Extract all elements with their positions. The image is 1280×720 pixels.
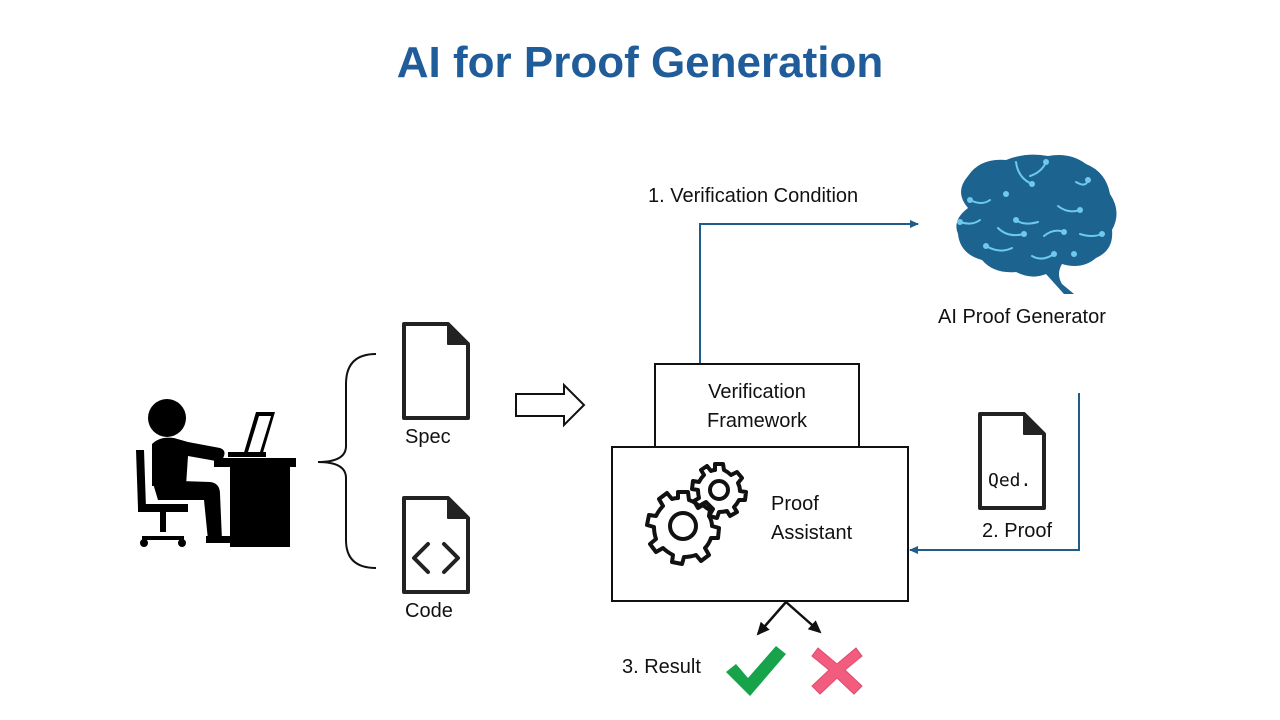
code-label: Code bbox=[405, 600, 453, 622]
result-arrow-cross bbox=[785, 601, 822, 634]
qed-label: Qed. bbox=[988, 470, 1032, 491]
user-at-desk-icon bbox=[136, 399, 296, 547]
curly-brace bbox=[317, 353, 377, 569]
result-arrow-check bbox=[756, 601, 787, 636]
step1-label: 1. Verification Condition bbox=[648, 185, 859, 207]
verification-framework-box: Verification Framework bbox=[654, 363, 860, 449]
proof-assistant-box: Proof Assistant bbox=[611, 446, 909, 602]
verification-framework-label-line2: Framework bbox=[706, 410, 807, 432]
document-icon bbox=[978, 412, 1046, 510]
verification-framework-label-line1: Verification bbox=[708, 381, 806, 403]
verification-condition-arrow bbox=[699, 220, 919, 363]
ai-proof-generator-label: AI Proof Generator bbox=[938, 306, 1106, 328]
proof-assistant-label-line1: Proof bbox=[771, 493, 819, 515]
step2-label: 2. Proof bbox=[982, 520, 1053, 542]
code-document-icon bbox=[402, 496, 470, 594]
spec-label: Spec bbox=[405, 426, 451, 448]
cross-icon bbox=[811, 647, 863, 695]
block-arrow bbox=[515, 382, 586, 428]
gears-icon bbox=[645, 462, 748, 566]
page-title: AI for Proof Generation bbox=[396, 38, 884, 87]
proof-assistant-label-line2: Assistant bbox=[771, 522, 853, 544]
step3-label: 3. Result bbox=[622, 656, 701, 678]
document-icon bbox=[402, 322, 470, 420]
qed-document: Qed. bbox=[976, 410, 1048, 512]
checkmark-icon bbox=[726, 646, 786, 696]
brain-icon bbox=[956, 154, 1117, 294]
proof-arrow bbox=[909, 393, 1080, 554]
